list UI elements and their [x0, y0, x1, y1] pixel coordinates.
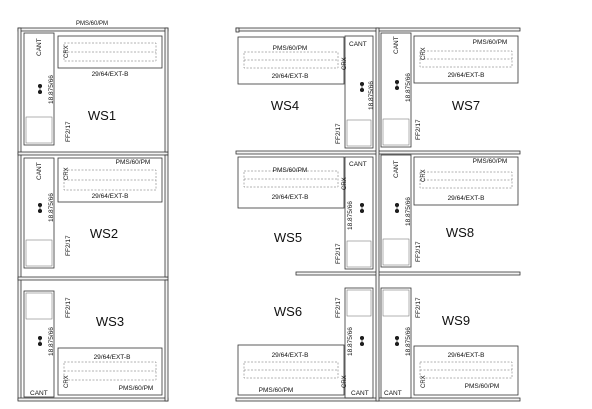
cant-label: CANT	[30, 390, 48, 397]
workstation-ws6[interactable]: FF2/17 18.875/66 29/64/EXT-B PMS/60/PM C…	[237, 287, 374, 399]
crx-label: CRX	[421, 47, 427, 60]
ff-label: FF2/17	[415, 119, 422, 140]
cant-label: CANT	[36, 162, 43, 180]
pms-label: PMS/60/PM	[119, 385, 154, 392]
dim-label: 18.875/66	[347, 327, 354, 356]
pms-label: PMS/60/PM	[273, 45, 308, 52]
desk-label: 29/64/EXT-B	[448, 352, 485, 359]
cant-label: CANT	[351, 390, 369, 397]
desk-label: 29/64/EXT-B	[94, 354, 131, 361]
cant-label: CANT	[393, 36, 400, 54]
desk-label: 29/64/EXT-B	[272, 73, 309, 80]
top-pms-label: PMS/60/PM	[76, 21, 108, 27]
ff-label: FF2/17	[65, 235, 72, 256]
cant-label: CANT	[384, 390, 402, 397]
crx-label: CRX	[342, 177, 348, 190]
pms-label: PMS/60/PM	[473, 158, 508, 165]
ff-label: FF2/17	[335, 297, 342, 318]
pms-label: PMS/60/PM	[465, 383, 500, 390]
dim-label: 18.875/66	[405, 197, 412, 226]
dim-label: 18.875/66	[405, 327, 412, 356]
crx-label: CRX	[64, 45, 70, 58]
workstation-ws7[interactable]: CANT 18.875/66 FF2/17 CRX PMS/60/PM 29/6…	[380, 32, 519, 148]
workstation-ws8[interactable]: CANT 18.875/66 FF2/17 CRX PMS/60/PM 29/6…	[380, 154, 519, 268]
workstation-ws5[interactable]: PMS/60/PM 29/64/EXT-B CRX CANT 18.875/66…	[237, 156, 374, 270]
ff-label: FF2/17	[335, 123, 342, 144]
pms-label: PMS/60/PM	[259, 387, 294, 394]
desk-label: 29/64/EXT-B	[272, 194, 309, 201]
desk-label: 29/64/EXT-B	[272, 352, 309, 359]
ff-label: FF2/17	[65, 297, 72, 318]
crx-label: CRX	[342, 57, 348, 70]
dim-label: 18.875/66	[48, 327, 55, 356]
pms-label: PMS/60/PM	[473, 39, 508, 46]
pms-label: PMS/60/PM	[116, 159, 151, 166]
left-column-walls	[17, 27, 169, 402]
workstation-ws9[interactable]: FF2/17 18.875/66 29/64/EXT-B PMS/60/PM C…	[380, 287, 519, 399]
desk-label: 29/64/EXT-B	[448, 72, 485, 79]
cant-label: CANT	[393, 160, 400, 178]
right-block-walls	[235, 27, 521, 402]
desk-label: 29/64/EXT-B	[92, 193, 129, 200]
ws-label: WS3	[96, 314, 124, 329]
workstation-ws4[interactable]: PMS/60/PM 29/64/EXT-B CRX CANT 18.875/66…	[237, 35, 375, 149]
ws-label: WS4	[271, 98, 299, 113]
crx-label: CRX	[342, 375, 348, 388]
ws-label: WS6	[274, 304, 302, 319]
desk-label: 29/64/EXT-B	[92, 71, 129, 78]
ws-label: WS1	[88, 108, 116, 123]
pms-label: PMS/60/PM	[273, 167, 308, 174]
ws-label: WS5	[274, 230, 302, 245]
ws-label: WS8	[446, 225, 474, 240]
ws-label: WS2	[90, 226, 118, 241]
crx-label: CRX	[64, 375, 70, 388]
ws-label: WS9	[442, 313, 470, 328]
ff-label: FF2/17	[335, 243, 342, 264]
dim-label: 18.875/66	[347, 201, 354, 230]
desk-label: 29/64/EXT-B	[448, 195, 485, 202]
dim-label: 18.875/66	[48, 193, 55, 222]
workstation-ws1[interactable]: CANT 18.875/66 FF2/17 CRX 29/64/EXT-B WS…	[23, 32, 163, 146]
dim-label: 18.875/66	[48, 75, 55, 104]
ff-label: FF2/17	[415, 297, 422, 318]
cant-label: CANT	[349, 41, 367, 48]
cant-label: CANT	[349, 161, 367, 168]
crx-label: CRX	[421, 375, 427, 388]
ff-label: FF2/17	[65, 121, 72, 142]
crx-label: CRX	[421, 169, 427, 182]
workstation-ws3[interactable]: CANT 18.875/66 FF2/17 CRX PMS/60/PM 29/6…	[23, 290, 163, 398]
cant-label: CANT	[36, 38, 43, 56]
dim-label: 18.875/66	[405, 73, 412, 102]
ff-label: FF2/17	[415, 241, 422, 262]
dim-label: 18.875/66	[368, 81, 375, 110]
ws-label: WS7	[452, 98, 480, 113]
crx-label: CRX	[64, 167, 70, 180]
workstation-ws2[interactable]: CANT 18.875/66 FF2/17 CRX PMS/60/PM 29/6…	[23, 157, 163, 269]
